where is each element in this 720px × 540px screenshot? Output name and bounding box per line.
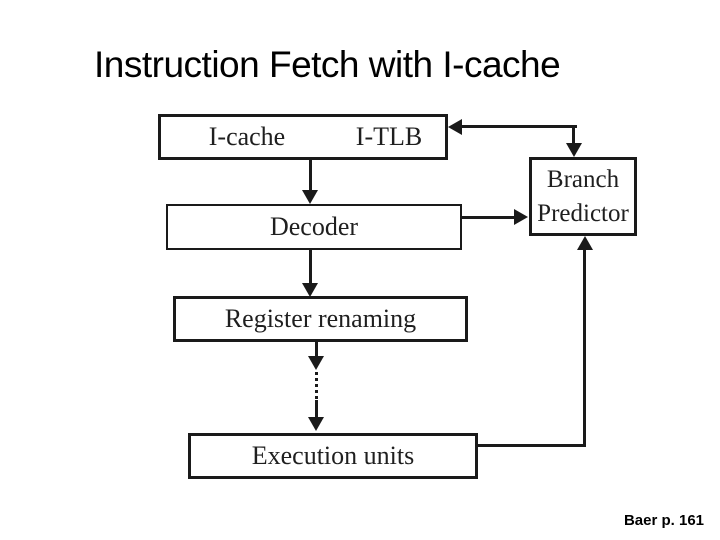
slide-title: Instruction Fetch with I-cache	[94, 44, 561, 85]
icache-label: I-cache	[208, 122, 286, 151]
icache-box: I-cache	[158, 114, 336, 160]
rename-to-exec-dotted-line	[315, 372, 318, 400]
icache-to-decoder-arrowhead-icon	[302, 190, 318, 204]
bp-to-itlb-hline	[461, 125, 577, 128]
decoder-to-bp-line	[462, 216, 514, 219]
exec-to-bp-arrowhead-icon	[577, 236, 593, 250]
decoder-to-rename-line	[309, 250, 312, 283]
bp-to-itlb-arrowhead-icon	[448, 119, 462, 135]
rename-to-exec-line-bottom	[315, 400, 318, 417]
execution-units-label: Execution units	[251, 441, 415, 470]
register-renaming-label: Register renaming	[224, 304, 417, 333]
decoder-label: Decoder	[269, 212, 359, 241]
register-renaming-box: Register renaming	[173, 296, 468, 342]
bp-to-itlb-vline	[572, 125, 575, 144]
decoder-box: Decoder	[166, 204, 462, 250]
rename-to-exec-line-top	[315, 341, 318, 357]
decoder-to-bp-arrowhead-icon	[514, 209, 528, 225]
rename-to-exec-arrowhead-bottom-icon	[308, 417, 324, 431]
branch-predictor-box: Branch Predictor	[529, 157, 637, 236]
itlb-box: I-TLB	[333, 114, 448, 160]
branch-predictor-label: Branch Predictor	[537, 165, 629, 227]
itlb-label: I-TLB	[355, 122, 423, 151]
footer-reference: Baer p. 161	[623, 512, 704, 529]
icache-to-decoder-line	[309, 159, 312, 191]
execution-units-box: Execution units	[188, 433, 478, 479]
itlb-to-bp-arrowhead-icon	[566, 143, 582, 157]
exec-to-bp-vline	[583, 249, 586, 447]
rename-to-exec-arrowhead-top-icon	[308, 356, 324, 370]
decoder-to-rename-arrowhead-icon	[302, 283, 318, 297]
exec-to-bp-hline	[478, 444, 586, 447]
